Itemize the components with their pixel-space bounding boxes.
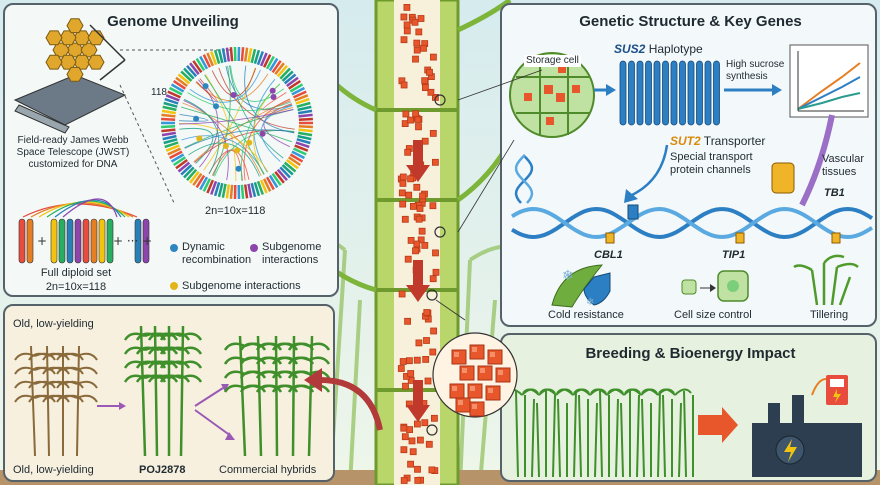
- poj-label: POJ2878: [139, 464, 186, 476]
- sus2-haplotype-icon: [619, 60, 720, 126]
- poj2878-cane-icon: [123, 325, 203, 457]
- sut2-suffix: Transporter: [700, 134, 766, 148]
- svg-text:❄: ❄: [562, 268, 574, 284]
- genome-graphics: + + ··· +: [13, 18, 313, 290]
- cold-resistance-icon: ❄ ❄: [551, 264, 611, 308]
- cellsize-label: Cell size control: [674, 309, 752, 321]
- legend-label-interactions: Subgenome interactions: [262, 241, 322, 266]
- sus2-gene: SUS2: [614, 42, 646, 56]
- storage-cell-label: Storage cell: [524, 55, 581, 67]
- sut2-gene: SUT2: [670, 134, 701, 148]
- old-cane-icon: [14, 345, 98, 457]
- svg-text:+ ··· +: + ··· +: [113, 234, 152, 248]
- commercial-label: Commercial hybrids: [219, 464, 317, 476]
- dna-helix: [511, 154, 874, 240]
- bioenergy-panel-title: Breeding & Bioenergy Impact: [585, 345, 796, 362]
- bioenergy-panel: Breeding & Bioenergy Impact: [500, 333, 877, 482]
- vascular-label: Vascular tissues: [822, 153, 864, 178]
- cold-label: Cold resistance: [548, 309, 624, 321]
- cane-field-icon: [505, 388, 694, 478]
- telescope-caption: Field-ready James Webb Space Telescope (…: [16, 135, 130, 170]
- old-label-bottom: Old, low-yielding: [13, 464, 94, 476]
- tillering-icon: [793, 254, 859, 306]
- tip1-label: TIP1: [722, 249, 746, 261]
- svg-text:❄: ❄: [586, 297, 594, 308]
- jwst-telescope-icon: [13, 18, 127, 134]
- genome-panel-title: Genome Unveiling: [107, 13, 239, 30]
- circos-formula: 2n=10x=118: [205, 205, 266, 217]
- commercial-hybrid-icon: [223, 335, 331, 457]
- bioenergy-graphics: [505, 375, 862, 478]
- cell-size-icon: [681, 270, 749, 302]
- diploid-caption-line2: 2n=10x=118: [45, 281, 107, 293]
- diploid-caption-line1: Full diploid set: [40, 267, 112, 279]
- genome-unveiling-panel: Genome Unveiling + + ··· + Field-ready Ja…: [3, 3, 339, 297]
- legend-dot-interactions: [250, 244, 258, 252]
- legend-dot-recombination: [170, 244, 178, 252]
- genetic-graphics: ❄ ❄: [509, 44, 874, 308]
- genome-circos-plot: [161, 46, 313, 200]
- legend-label-interactions-2: Subgenome interactions: [182, 280, 301, 292]
- tb1-label: TB1: [824, 187, 845, 199]
- sucrose-label: High sucrose synthesis: [726, 59, 785, 82]
- tillering-label: Tillering: [810, 309, 849, 321]
- genetic-structure-panel: Genetic Structure & Key Genes: [500, 3, 877, 327]
- cbl1-label: CBL1: [594, 249, 623, 261]
- sucrose-graph-icon: [789, 44, 869, 118]
- sus2-label: SUS2 Haplotype: [614, 43, 703, 56]
- legend-label-recombination: Dynamic recombination: [182, 241, 252, 266]
- svg-text:+: +: [37, 234, 47, 248]
- factory-icon: [752, 375, 862, 477]
- legend-dot-interactions-2: [170, 282, 178, 290]
- breeding-graphics: [14, 325, 331, 457]
- circos-count-label: 118: [151, 87, 167, 98]
- breeding-history-panel: Old, low-yielding Old, low-yielding POJ2…: [3, 304, 335, 482]
- diploid-chromosome-set: + + ··· +: [18, 198, 152, 264]
- old-label-top: Old, low-yielding: [13, 318, 94, 330]
- sut2-description: Special transport protein channels: [670, 151, 753, 176]
- sut2-label: SUT2 Transporter: [670, 135, 765, 148]
- genetic-panel-title: Genetic Structure & Key Genes: [579, 13, 802, 30]
- sus2-suffix: Haplotype: [645, 42, 703, 56]
